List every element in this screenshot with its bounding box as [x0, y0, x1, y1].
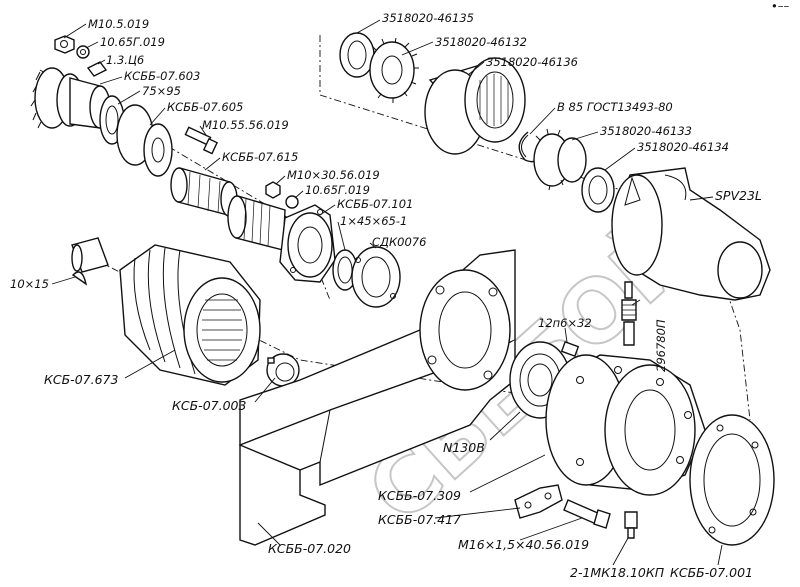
part-washer-top [76, 45, 90, 59]
part-shaft-spv23l [611, 167, 771, 301]
part-nut-m10-top [54, 35, 75, 54]
part-bushing-46136 [424, 57, 526, 155]
label-b85-gost: В 85 ГОСТ13493-80 [557, 100, 673, 114]
label-ksbb-07-417: КСББ-07.417 [378, 512, 461, 527]
label-m10x30-56-019: М10×30.56.019 [287, 168, 380, 182]
label-n130v: N130В [443, 440, 485, 455]
part-nut-m10-mid [265, 181, 281, 199]
label-1-3-c6: 1.3.Ц6 [106, 53, 144, 67]
part-bolt-m16 [563, 499, 611, 529]
label-1x45x65-1: 1×45×65-1 [340, 214, 407, 228]
corner-mark: •–– [771, 0, 790, 13]
label-10x15: 10×15 [10, 277, 49, 291]
part-pin-12p6x32 [560, 341, 580, 357]
leader-lines [51, 19, 723, 566]
part-gasket-001 [689, 414, 775, 546]
label-ksbb-07-101: КСББ-07.101 [337, 197, 413, 211]
label-ksbb-07-001: КСББ-07.001 [670, 565, 753, 580]
part-splined-shaft [227, 195, 286, 251]
label-ksbb-07-615: КСББ-07.615 [222, 150, 298, 164]
part-housing-309 [545, 354, 706, 496]
part-fitting-2-1mk18 [624, 511, 638, 539]
label-ksb-07-673: КСБ-07.673 [44, 372, 118, 387]
label-m16x1-5: М16×1,5×40.56.019 [458, 537, 589, 552]
part-bracket-020 [239, 249, 516, 546]
label-3518020-46134: 3518020-46134 [637, 140, 729, 154]
label-ksbb-07-605: КСББ-07.605 [167, 100, 243, 114]
label-m10-55-56-019: М10.55.56.019 [202, 118, 289, 132]
part-seal-sdk0076 [351, 246, 401, 308]
label-10-65g-019-top: 10.65Г.019 [100, 35, 165, 49]
part-pin-10x15 [71, 237, 109, 273]
axis-right-upper [319, 35, 751, 421]
part-pulley-673 [119, 244, 261, 386]
part-ring-46134 [581, 167, 615, 213]
label-75x95: 75×95 [142, 84, 181, 98]
label-12p6x32: 12п6×32 [538, 316, 592, 330]
label-10-65g-019: 10.65Г.019 [305, 183, 370, 197]
label-sdk0076: СДК0076 [372, 235, 426, 249]
part-gear-46132 [369, 37, 419, 103]
part-bolt-m10 [184, 126, 218, 155]
part-housing-101 [279, 204, 336, 283]
label-ksbb-07-020: КСББ-07.020 [268, 541, 351, 556]
label-3518020-46132: 3518020-46132 [435, 35, 527, 49]
label-spv23l: SPV23L [715, 188, 762, 203]
label-296780p: 296780П [654, 319, 668, 372]
label-2-1mk18-10kp: 2-1МК18.10КП [570, 565, 665, 580]
part-key-1-3 [86, 61, 108, 77]
part-plate-417 [514, 484, 563, 519]
part-key-10x15 [71, 271, 88, 286]
label-ksb-07-003: КСБ-07.003 [172, 398, 246, 413]
label-ksbb-07-309: КСББ-07.309 [378, 488, 461, 503]
label-3518020-46133: 3518020-46133 [600, 124, 692, 138]
label-m10-5-019: М10.5.019 [88, 17, 149, 31]
part-washer-mid [285, 195, 299, 209]
part-flange-605 [116, 104, 173, 177]
part-gear-46133 [533, 128, 587, 191]
part-ring-46135 [339, 32, 375, 78]
part-sleeve-615 [170, 167, 238, 217]
label-3518020-46136: 3518020-46136 [486, 55, 578, 69]
label-3518020-46135: 3518020-46135 [382, 11, 474, 25]
label-ksbb-07-603: КСББ-07.603 [124, 69, 200, 83]
